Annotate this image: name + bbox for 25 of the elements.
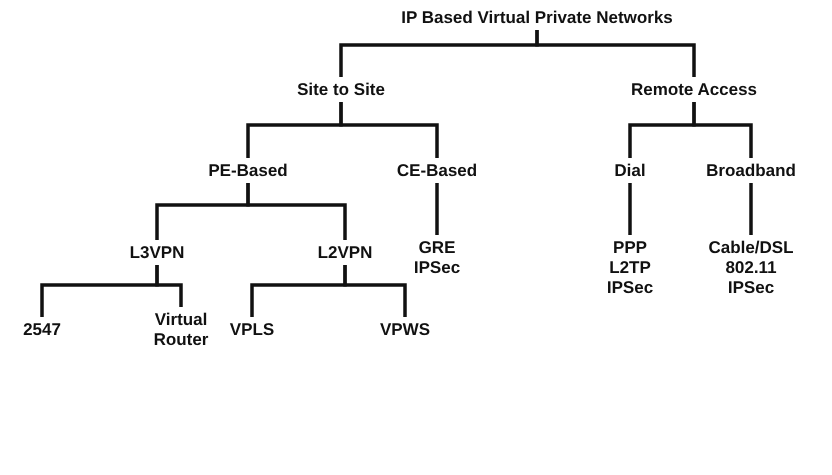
tree-label: GRE IPSec — [407, 238, 467, 278]
connector-line — [246, 183, 347, 240]
tree-label: L2VPN — [318, 243, 372, 263]
tree-label: Virtual Router — [146, 310, 216, 350]
connector-line — [435, 183, 439, 235]
tree-label: Remote Access — [631, 80, 757, 100]
connector-line — [339, 102, 439, 158]
tree-label: VPWS — [380, 320, 430, 340]
tree-label: PPP L2TP IPSec — [600, 238, 660, 298]
connector-line — [155, 265, 183, 307]
tree-label: Site to Site — [297, 80, 385, 100]
connector-line — [535, 30, 696, 77]
tree-label: 2547 — [23, 320, 61, 340]
tree-label: VPLS — [230, 320, 274, 340]
tree-label: L3VPN — [130, 243, 184, 263]
connector-line — [343, 265, 407, 317]
connector-line — [749, 183, 753, 235]
connector-line — [628, 183, 632, 235]
tree-label: Cable/DSL 802.11 IPSec — [704, 238, 798, 298]
tree-label: PE-Based — [208, 161, 288, 181]
tree-label: Dial — [614, 161, 646, 181]
connector-line — [692, 102, 753, 158]
tree-label: Broadband — [706, 161, 796, 181]
tree-label: IP Based Virtual Private Networks — [401, 8, 673, 28]
tree-label: CE-Based — [396, 161, 478, 181]
